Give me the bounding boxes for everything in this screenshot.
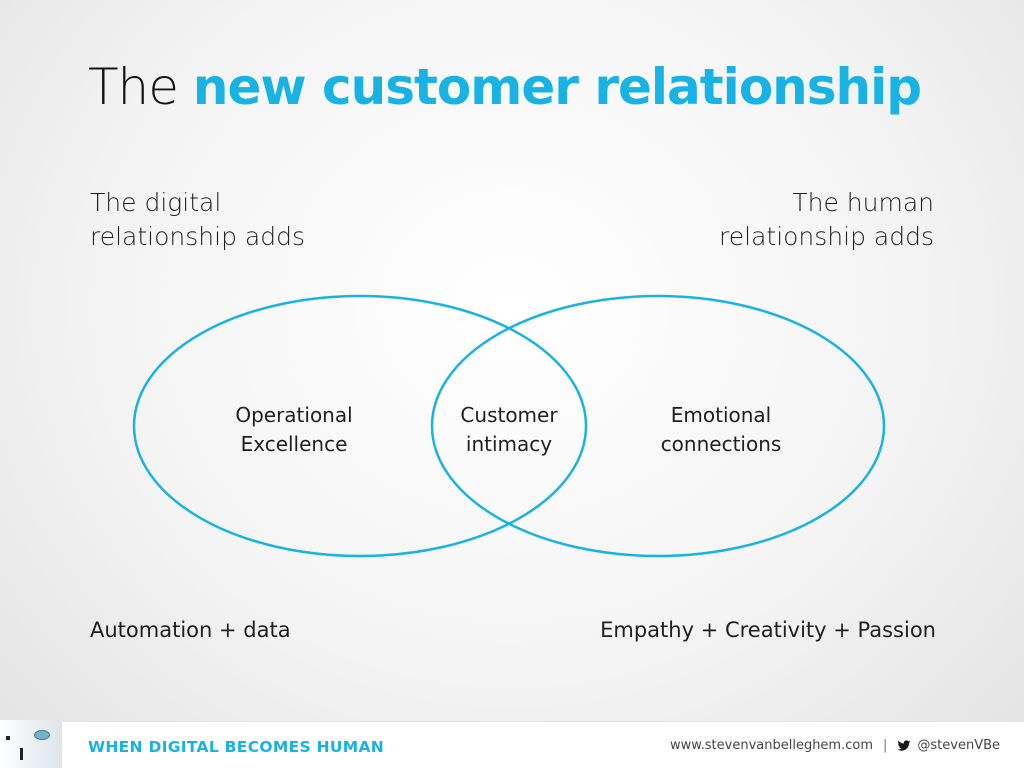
twitter-handle[interactable]: @stevenVBe: [917, 738, 1000, 753]
title-plain: The: [88, 58, 179, 116]
right-region-line2: connections: [660, 432, 782, 456]
human-attributes: Empathy + Creativity + Passion: [600, 618, 936, 642]
left-header-line2: relationship adds: [90, 222, 305, 251]
emotional-connections-label: Emotional connections: [631, 401, 811, 459]
eye-icon: [34, 730, 50, 740]
face-logo: [0, 720, 62, 768]
right-region-line1: Emotional: [670, 403, 772, 427]
left-region-line1: Operational: [235, 403, 353, 427]
slide-title: The new customer relationship: [88, 58, 922, 116]
operational-excellence-label: Operational Excellence: [204, 401, 384, 459]
customer-intimacy-label: Customer intimacy: [419, 401, 599, 459]
left-header: The digital relationship adds: [90, 186, 305, 254]
right-header-line1: The human: [792, 188, 934, 217]
title-highlight: new customer relationship: [192, 58, 922, 116]
left-header-line1: The digital: [90, 188, 222, 217]
right-header: The human relationship adds: [719, 186, 934, 254]
website-link[interactable]: www.stevenvanbelleghem.com: [669, 738, 873, 753]
digital-attributes: Automation + data: [90, 618, 291, 642]
footer-tagline: WHEN DIGITAL BECOMES HUMAN: [88, 738, 385, 756]
overlap-region-line1: Customer: [460, 403, 558, 427]
right-header-line2: relationship adds: [719, 222, 934, 251]
left-ellipse: [132, 294, 588, 558]
twitter-bird-icon: [897, 739, 911, 751]
overlap-region-line2: intimacy: [465, 432, 553, 456]
footer-bar: WHEN DIGITAL BECOMES HUMAN www.stevenvan…: [0, 720, 1024, 768]
footer-separator: |: [883, 738, 888, 753]
left-region-line2: Excellence: [240, 432, 348, 456]
right-ellipse: [430, 294, 886, 558]
footer-contact: www.stevenvanbelleghem.com | @stevenVBe: [670, 738, 1000, 753]
